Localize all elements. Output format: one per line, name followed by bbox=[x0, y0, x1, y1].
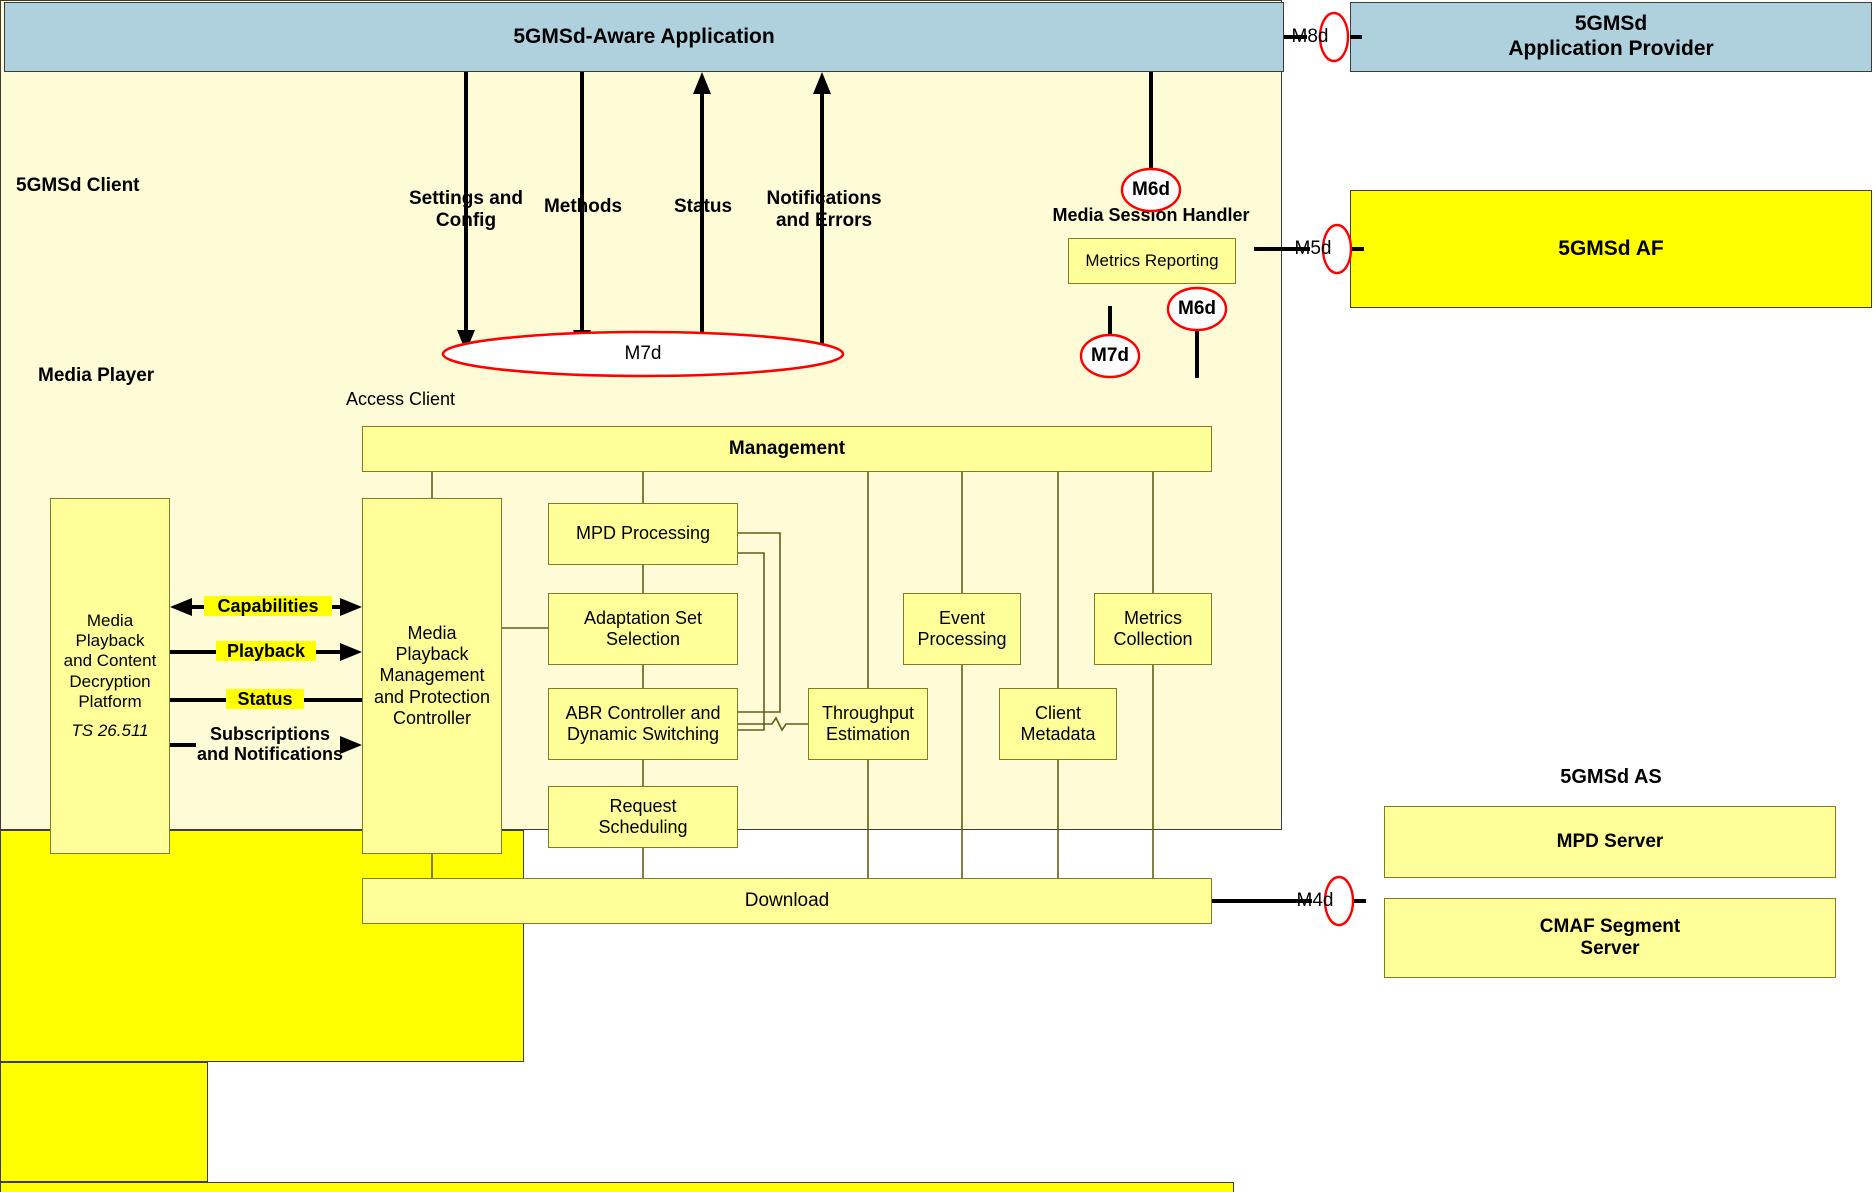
m8d-label: M8d bbox=[1291, 26, 1329, 47]
platform-line3: and Content bbox=[63, 651, 157, 671]
media-playback-management-protection-controller-box[interactable]: Media Playback Management and Protection… bbox=[362, 498, 502, 854]
metrics-reporting-box[interactable]: Metrics Reporting bbox=[1068, 238, 1236, 284]
m6d-top-label: M6d bbox=[1132, 179, 1170, 200]
controller-line4: and Protection bbox=[373, 686, 491, 707]
management-label: Management bbox=[728, 437, 846, 459]
cmaf-segment-server-box[interactable]: CMAF Segment Server bbox=[1384, 898, 1836, 978]
controller-line1: Media bbox=[407, 622, 457, 643]
metrics-reporting-label: Metrics Reporting bbox=[1085, 250, 1219, 270]
flow-notifications-line2: and Errors bbox=[775, 210, 873, 232]
media-session-handler-title: Media Session Handler bbox=[1052, 205, 1250, 225]
m6d-bottom-label: M6d bbox=[1178, 298, 1216, 319]
access-client-title: Access Client bbox=[346, 389, 456, 409]
request-scheduling-line2: Scheduling bbox=[598, 817, 688, 837]
flow-notifications-errors: Notifications and Errors bbox=[750, 188, 898, 233]
request-scheduling-line1: Request bbox=[609, 795, 677, 816]
media-player-container bbox=[0, 1182, 1234, 1192]
abr-line1: ABR Controller and bbox=[565, 702, 721, 723]
media-playback-content-decryption-platform-box[interactable]: Media Playback and Content Decryption Pl… bbox=[50, 498, 170, 854]
media-player-title: Media Player bbox=[38, 365, 155, 386]
m7d-msh-label: M7d bbox=[1091, 345, 1129, 366]
5gmsd-as-box[interactable] bbox=[0, 830, 524, 1062]
flow-methods-line1: Methods bbox=[543, 196, 623, 217]
event-processing-line2: Processing bbox=[917, 629, 1007, 649]
platform-line5: Platform bbox=[78, 691, 142, 711]
management-box[interactable]: Management bbox=[362, 426, 1212, 472]
platform-line2: Playback bbox=[75, 631, 145, 651]
throughput-estimation-box[interactable]: Throughput Estimation bbox=[808, 688, 928, 760]
5gmsd-client-title: 5GMSd Client bbox=[16, 175, 140, 196]
abr-line2: Dynamic Switching bbox=[566, 724, 720, 744]
flow-settings-config-line2: Config bbox=[435, 210, 497, 232]
flow-status: Status bbox=[655, 196, 751, 218]
metrics-collection-line2: Collection bbox=[1113, 629, 1193, 649]
5gmsd-af-box[interactable]: 5GMSd AF bbox=[1350, 190, 1872, 308]
5gmsd-af-label: 5GMSd AF bbox=[1558, 236, 1664, 260]
arrow-status: Status bbox=[226, 689, 304, 710]
metrics-collection-line1: Metrics bbox=[1124, 607, 1182, 628]
arrow-capabilities: Capabilities bbox=[204, 596, 332, 617]
request-scheduling-box[interactable]: Request Scheduling bbox=[548, 786, 738, 848]
flow-settings-config: Settings and Config bbox=[396, 188, 536, 233]
5gmsd-aware-application-label: 5GMSd-Aware Application bbox=[513, 24, 775, 48]
event-processing-box[interactable]: Event Processing bbox=[903, 593, 1021, 665]
5gmsd-application-provider-box[interactable]: 5GMSd Application Provider bbox=[1350, 2, 1872, 72]
throughput-line2: Estimation bbox=[825, 724, 911, 744]
mpd-processing-label: MPD Processing bbox=[575, 523, 711, 544]
arrow-playback: Playback bbox=[216, 641, 316, 662]
controller-line2: Playback bbox=[395, 644, 469, 665]
metrics-collection-box[interactable]: Metrics Collection bbox=[1094, 593, 1212, 665]
adaptation-set-selection-box[interactable]: Adaptation Set Selection bbox=[548, 593, 738, 665]
5gmsd-aware-application-box[interactable]: 5GMSd-Aware Application bbox=[4, 2, 1284, 72]
flow-status-line1: Status bbox=[673, 196, 733, 217]
cmaf-server-line2: Server bbox=[1580, 938, 1640, 959]
platform-spec-reference: TS 26.511 bbox=[71, 720, 149, 740]
arrow-subscriptions-notifications: Subscriptions and Notifications bbox=[188, 724, 352, 764]
arrow-subscriptions-line2: and Notifications bbox=[196, 744, 343, 765]
abr-controller-dynamic-switching-box[interactable]: ABR Controller and Dynamic Switching bbox=[548, 688, 738, 760]
client-metadata-line1: Client bbox=[1034, 702, 1082, 723]
m5d-label: M5d bbox=[1294, 238, 1332, 259]
throughput-line1: Throughput bbox=[821, 702, 915, 723]
application-provider-line2: Application Provider bbox=[1508, 37, 1714, 60]
adaptation-set-line1: Adaptation Set bbox=[583, 607, 703, 628]
platform-line4: Decryption bbox=[69, 671, 151, 691]
event-processing-line1: Event bbox=[938, 607, 986, 628]
mpd-server-label: MPD Server bbox=[1556, 830, 1664, 852]
m7d-bus-label: M7d bbox=[624, 343, 662, 364]
media-session-handler-box[interactable] bbox=[0, 1062, 208, 1182]
flow-methods: Methods bbox=[528, 196, 638, 218]
mpd-server-box[interactable]: MPD Server bbox=[1384, 806, 1836, 878]
5gmsd-as-title: 5GMSd AS bbox=[1560, 766, 1662, 788]
cmaf-server-line1: CMAF Segment bbox=[1539, 915, 1681, 937]
platform-line1: Media bbox=[86, 611, 134, 631]
flow-notifications-line1: Notifications bbox=[766, 188, 882, 209]
controller-line3: Management bbox=[379, 665, 485, 686]
client-metadata-line2: Metadata bbox=[1020, 724, 1096, 744]
mpd-processing-box[interactable]: MPD Processing bbox=[548, 503, 738, 565]
m4d-label: M4d bbox=[1296, 890, 1334, 911]
adaptation-set-line2: Selection bbox=[605, 629, 681, 649]
controller-line5: Controller bbox=[392, 707, 472, 728]
arrow-subscriptions-line1: Subscriptions bbox=[209, 724, 330, 744]
download-label: Download bbox=[744, 889, 830, 911]
client-metadata-box[interactable]: Client Metadata bbox=[999, 688, 1117, 760]
application-provider-line1: 5GMSd bbox=[1574, 12, 1648, 36]
download-box[interactable]: Download bbox=[362, 878, 1212, 924]
flow-settings-config-line1: Settings and bbox=[408, 188, 523, 209]
